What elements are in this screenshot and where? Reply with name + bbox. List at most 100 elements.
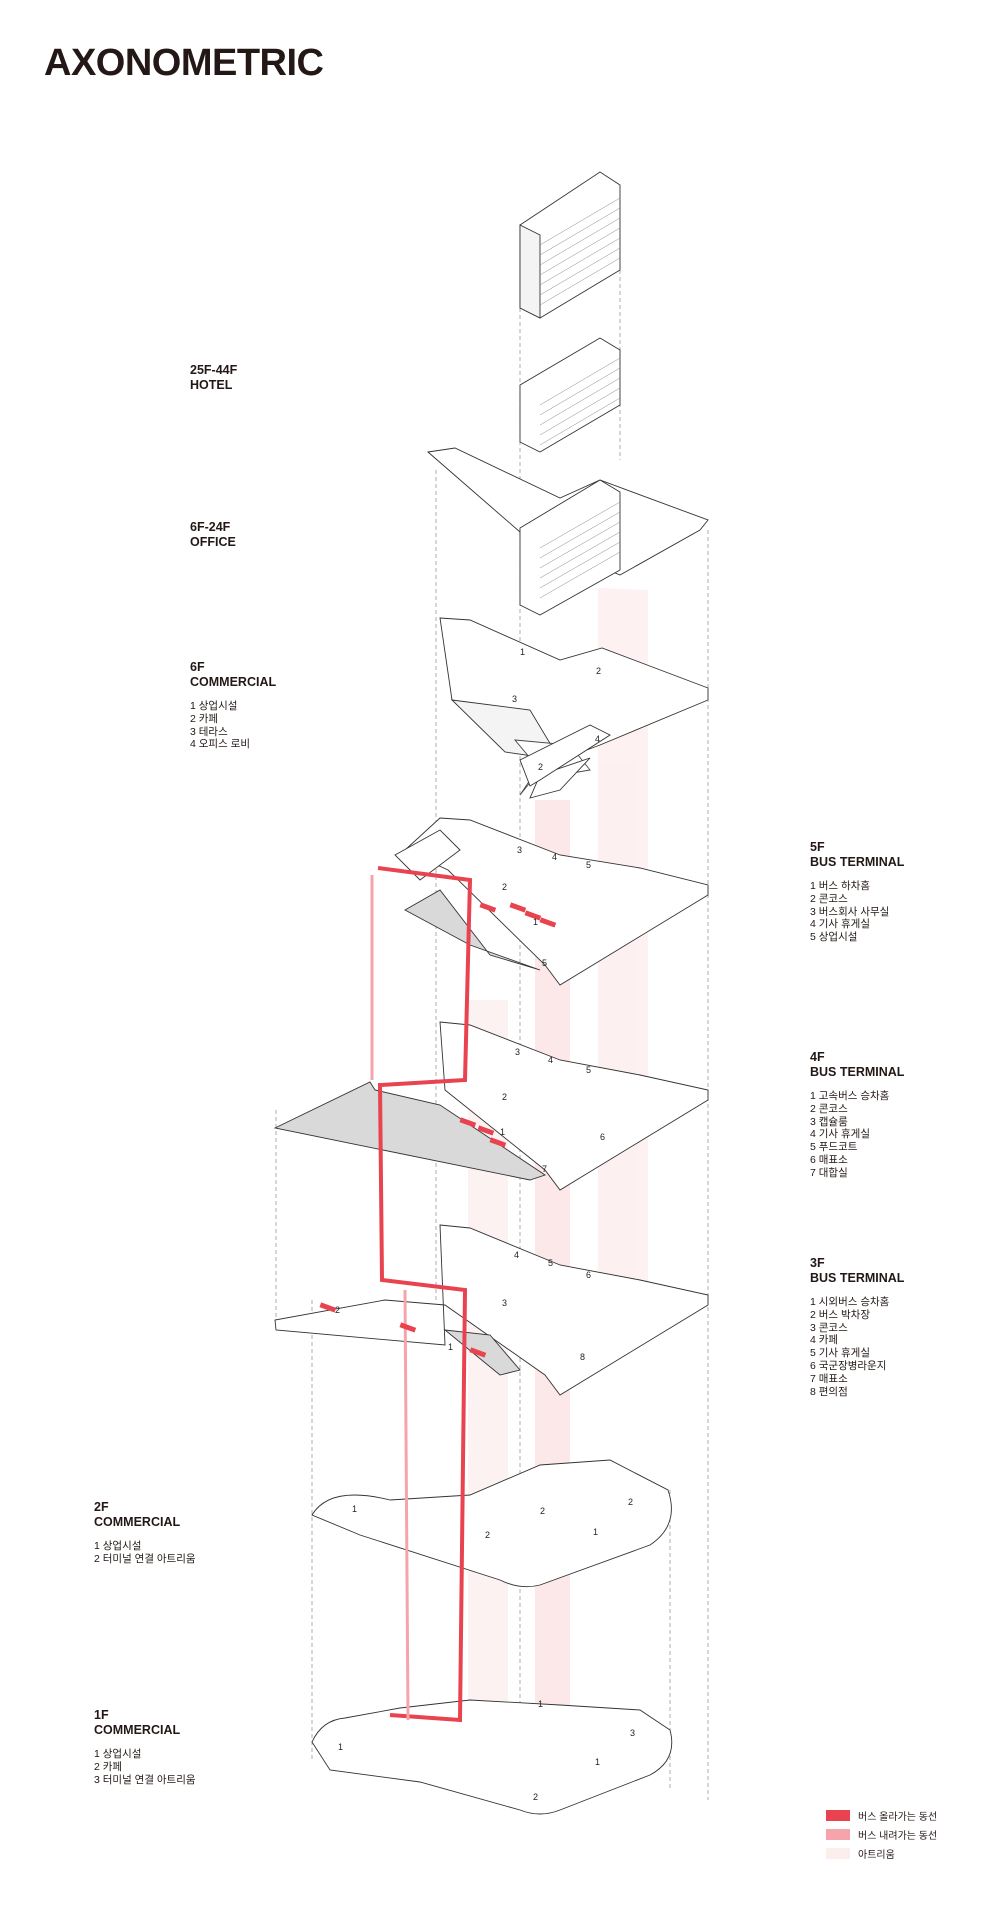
floor-code: 6F [190,660,205,674]
program-item: 6 국군장병라운지 [810,1359,887,1372]
floor-name: HOTEL [190,378,233,392]
program-item: 8 편의점 [810,1385,848,1398]
program-item: 3 버스회사 사무실 [810,905,890,918]
hotel-tower [519,171,621,319]
legend-label: 버스 올라가는 동선 [858,1812,938,1823]
program-item: 2 카페 [94,1760,123,1773]
floor-code: 25F-44F [190,363,238,377]
floor-label-hotel: 25F-44F HOTEL [190,363,237,393]
program-item: 4 기사 휴게실 [810,918,870,931]
plan-number: 7 [542,1164,547,1174]
program-item: 2 콘코스 [810,892,848,905]
program-item: 1 상업시설 [94,1540,142,1552]
program-item: 3 테라스 [190,725,228,738]
plan-number: 1 [593,1527,598,1537]
plan-number: 4 [548,1055,553,1065]
plan-number: 2 [502,882,507,892]
legend-label: 아트리움 [858,1850,895,1861]
floor-code: 6F-24F [190,520,231,534]
program-item: 2 카페 [190,712,219,725]
floor-name: COMMERCIAL [190,675,277,689]
program-item: 1 상업시설 [190,700,238,712]
plan-number: 2 [596,666,601,676]
program-item: 5 푸드코트 [810,1141,858,1154]
plan-number: 3 [630,1728,635,1738]
floor-name: OFFICE [190,535,236,549]
program-item: 5 기사 휴게실 [810,1347,870,1360]
plan-number: 1 [520,647,525,657]
program-item: 3 터미널 연결 아트리움 [94,1773,196,1786]
floor-5f-plate [394,817,709,986]
floor-code: 2F [94,1500,109,1514]
plan-number: 6 [600,1132,605,1142]
plan-number: 3 [512,694,517,704]
plan-number: 3 [517,845,522,855]
program-item: 1 상업시설 [94,1748,142,1760]
floor-1f-plate [311,1699,673,1815]
floor-code: 4F [810,1050,825,1064]
plan-number: 2 [335,1305,340,1315]
program-item: 2 터미널 연결 아트리움 [94,1552,196,1565]
buses [319,902,557,1358]
floor-name: BUS TERMINAL [810,855,905,869]
plan-number: 5 [542,958,547,968]
legend-swatch [826,1810,850,1821]
plan-number: 5 [548,1258,553,1268]
plan-number: 4 [514,1250,519,1260]
program-item: 4 기사 휴게실 [810,1128,870,1141]
plan-number: 2 [502,1092,507,1102]
plan-number: 5 [586,1065,591,1075]
plan-number: 8 [580,1352,585,1362]
program-item: 6 매표소 [810,1153,848,1166]
floor-2f-plate [311,1459,672,1588]
plan-number: 1 [595,1757,600,1767]
page-title: AXONOMETRIC [44,42,324,84]
bus-ramp-up [377,866,473,1723]
plan-numbers: 1 2 3 4 2 3 4 5 2 1 5 3 4 5 2 1 6 7 4 5 … [335,647,635,1802]
program-item: 4 카페 [810,1334,839,1347]
program-item: 4 오피스 로비 [190,738,250,751]
bus-ramp-down [370,875,410,1721]
legend-item: 버스 내려가는 동선 [826,1825,937,1844]
program-item: 5 상업시설 [810,931,858,944]
floor-name: COMMERCIAL [94,1515,181,1529]
program-item: 1 버스 하차홈 [810,880,870,892]
plan-number: 4 [595,734,600,744]
program-item: 2 버스 박차장 [810,1308,870,1321]
floor-6f-wing [519,724,611,787]
office-floor [426,447,709,616]
legend-item: 버스 올라가는 동선 [826,1806,937,1825]
program-item: 3 콘코스 [810,1321,848,1334]
floor-4f-plate [273,1021,709,1191]
floor-name: BUS TERMINAL [810,1271,905,1285]
program-item: 7 매표소 [810,1372,848,1385]
plan-number: 1 [352,1504,357,1514]
plan-number: 3 [502,1298,507,1308]
legend: 버스 올라가는 동선 버스 내려가는 동선 아트리움 [826,1806,937,1863]
legend-item: 아트리움 [826,1844,937,1863]
plan-number: 1 [500,1127,505,1137]
plan-number: 6 [586,1270,591,1280]
plan-number: 1 [533,917,538,927]
plan-number: 2 [540,1506,545,1516]
floor-name: COMMERCIAL [94,1723,181,1737]
program-item: 7 대합실 [810,1166,848,1179]
hotel-typical-floor [519,337,621,453]
program-item: 3 캡슐룸 [810,1115,848,1128]
plan-number: 1 [538,1699,543,1709]
plan-number: 5 [586,860,591,870]
floor-name: BUS TERMINAL [810,1065,905,1079]
program-item: 1 시외버스 승차홈 [810,1296,890,1308]
